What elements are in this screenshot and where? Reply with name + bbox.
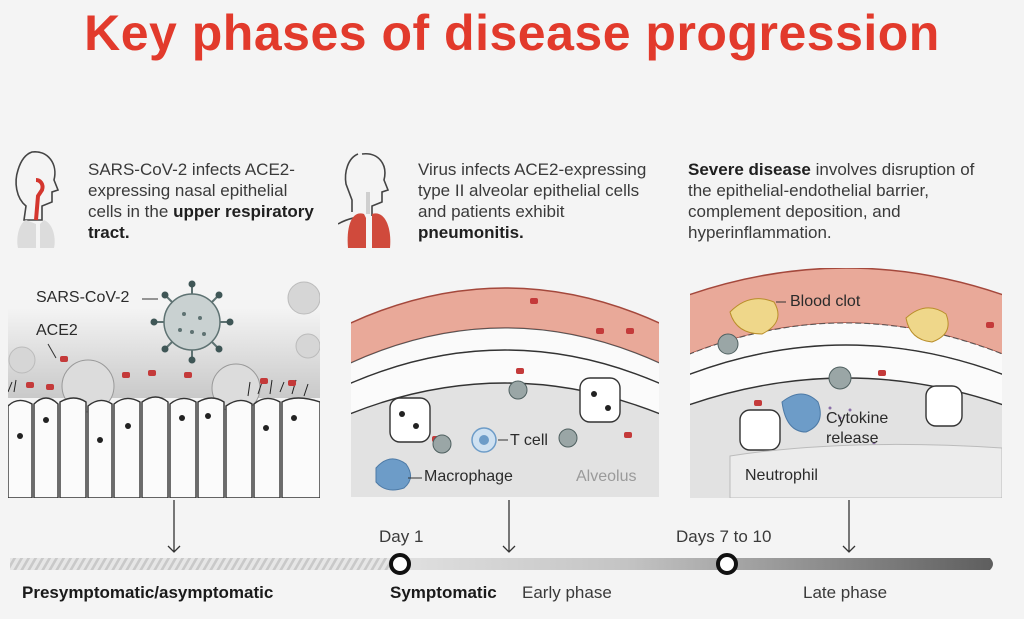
lungs-icon: [338, 153, 391, 248]
label-t-cell: T cell: [510, 432, 548, 449]
alveolus-illustration: [350, 268, 660, 498]
panel3-text: involves disruption of the epithelial-en…: [688, 160, 975, 242]
nasal-infection-icon: [15, 151, 60, 248]
label-ace2: ACE2: [36, 322, 78, 339]
label-alveolus: Alveolus: [576, 468, 637, 485]
page-title: Key phases of disease progression: [84, 5, 940, 61]
panel2-text-bold: pneumonitis.: [418, 223, 524, 242]
severe-disease-illustration: [690, 268, 1002, 498]
panel1-text-bold: upper respiratory tract.: [88, 202, 314, 242]
panel3-text-bold: Severe disease: [688, 160, 811, 179]
nasal-epithelium-illustration: [8, 280, 320, 498]
timeline: [10, 500, 993, 575]
label-macrophage: Macrophage: [424, 468, 513, 485]
phase-late: Late phase: [803, 583, 888, 602]
label-neutrophil: Neutrophil: [745, 467, 818, 484]
panel2-text: Virus infects ACE2-expressing type II al…: [418, 160, 647, 221]
phase-presymptomatic: Presymptomatic/asymptomatic: [22, 583, 274, 602]
marker-days-7-10: Days 7 to 10: [676, 527, 772, 546]
panel1-description: SARS-CoV-2 infects ACE2-expressing nasal…: [88, 159, 318, 243]
marker-day-1: Day 1: [379, 527, 424, 546]
label-blood-clot: Blood clot: [790, 293, 861, 310]
panel2-description: Virus infects ACE2-expressing type II al…: [418, 159, 670, 243]
label-release: release: [826, 430, 879, 447]
label-sars-cov-2: SARS-CoV-2: [36, 289, 130, 306]
phase-symptomatic: Symptomatic: [390, 583, 497, 602]
panel3-description: Severe disease involves disruption of th…: [688, 159, 988, 243]
phase-early: Early phase: [522, 583, 612, 602]
label-cytokine: Cytokine: [826, 410, 889, 427]
panel1-text: SARS-CoV-2 infects ACE2-expressing nasal…: [88, 160, 295, 221]
